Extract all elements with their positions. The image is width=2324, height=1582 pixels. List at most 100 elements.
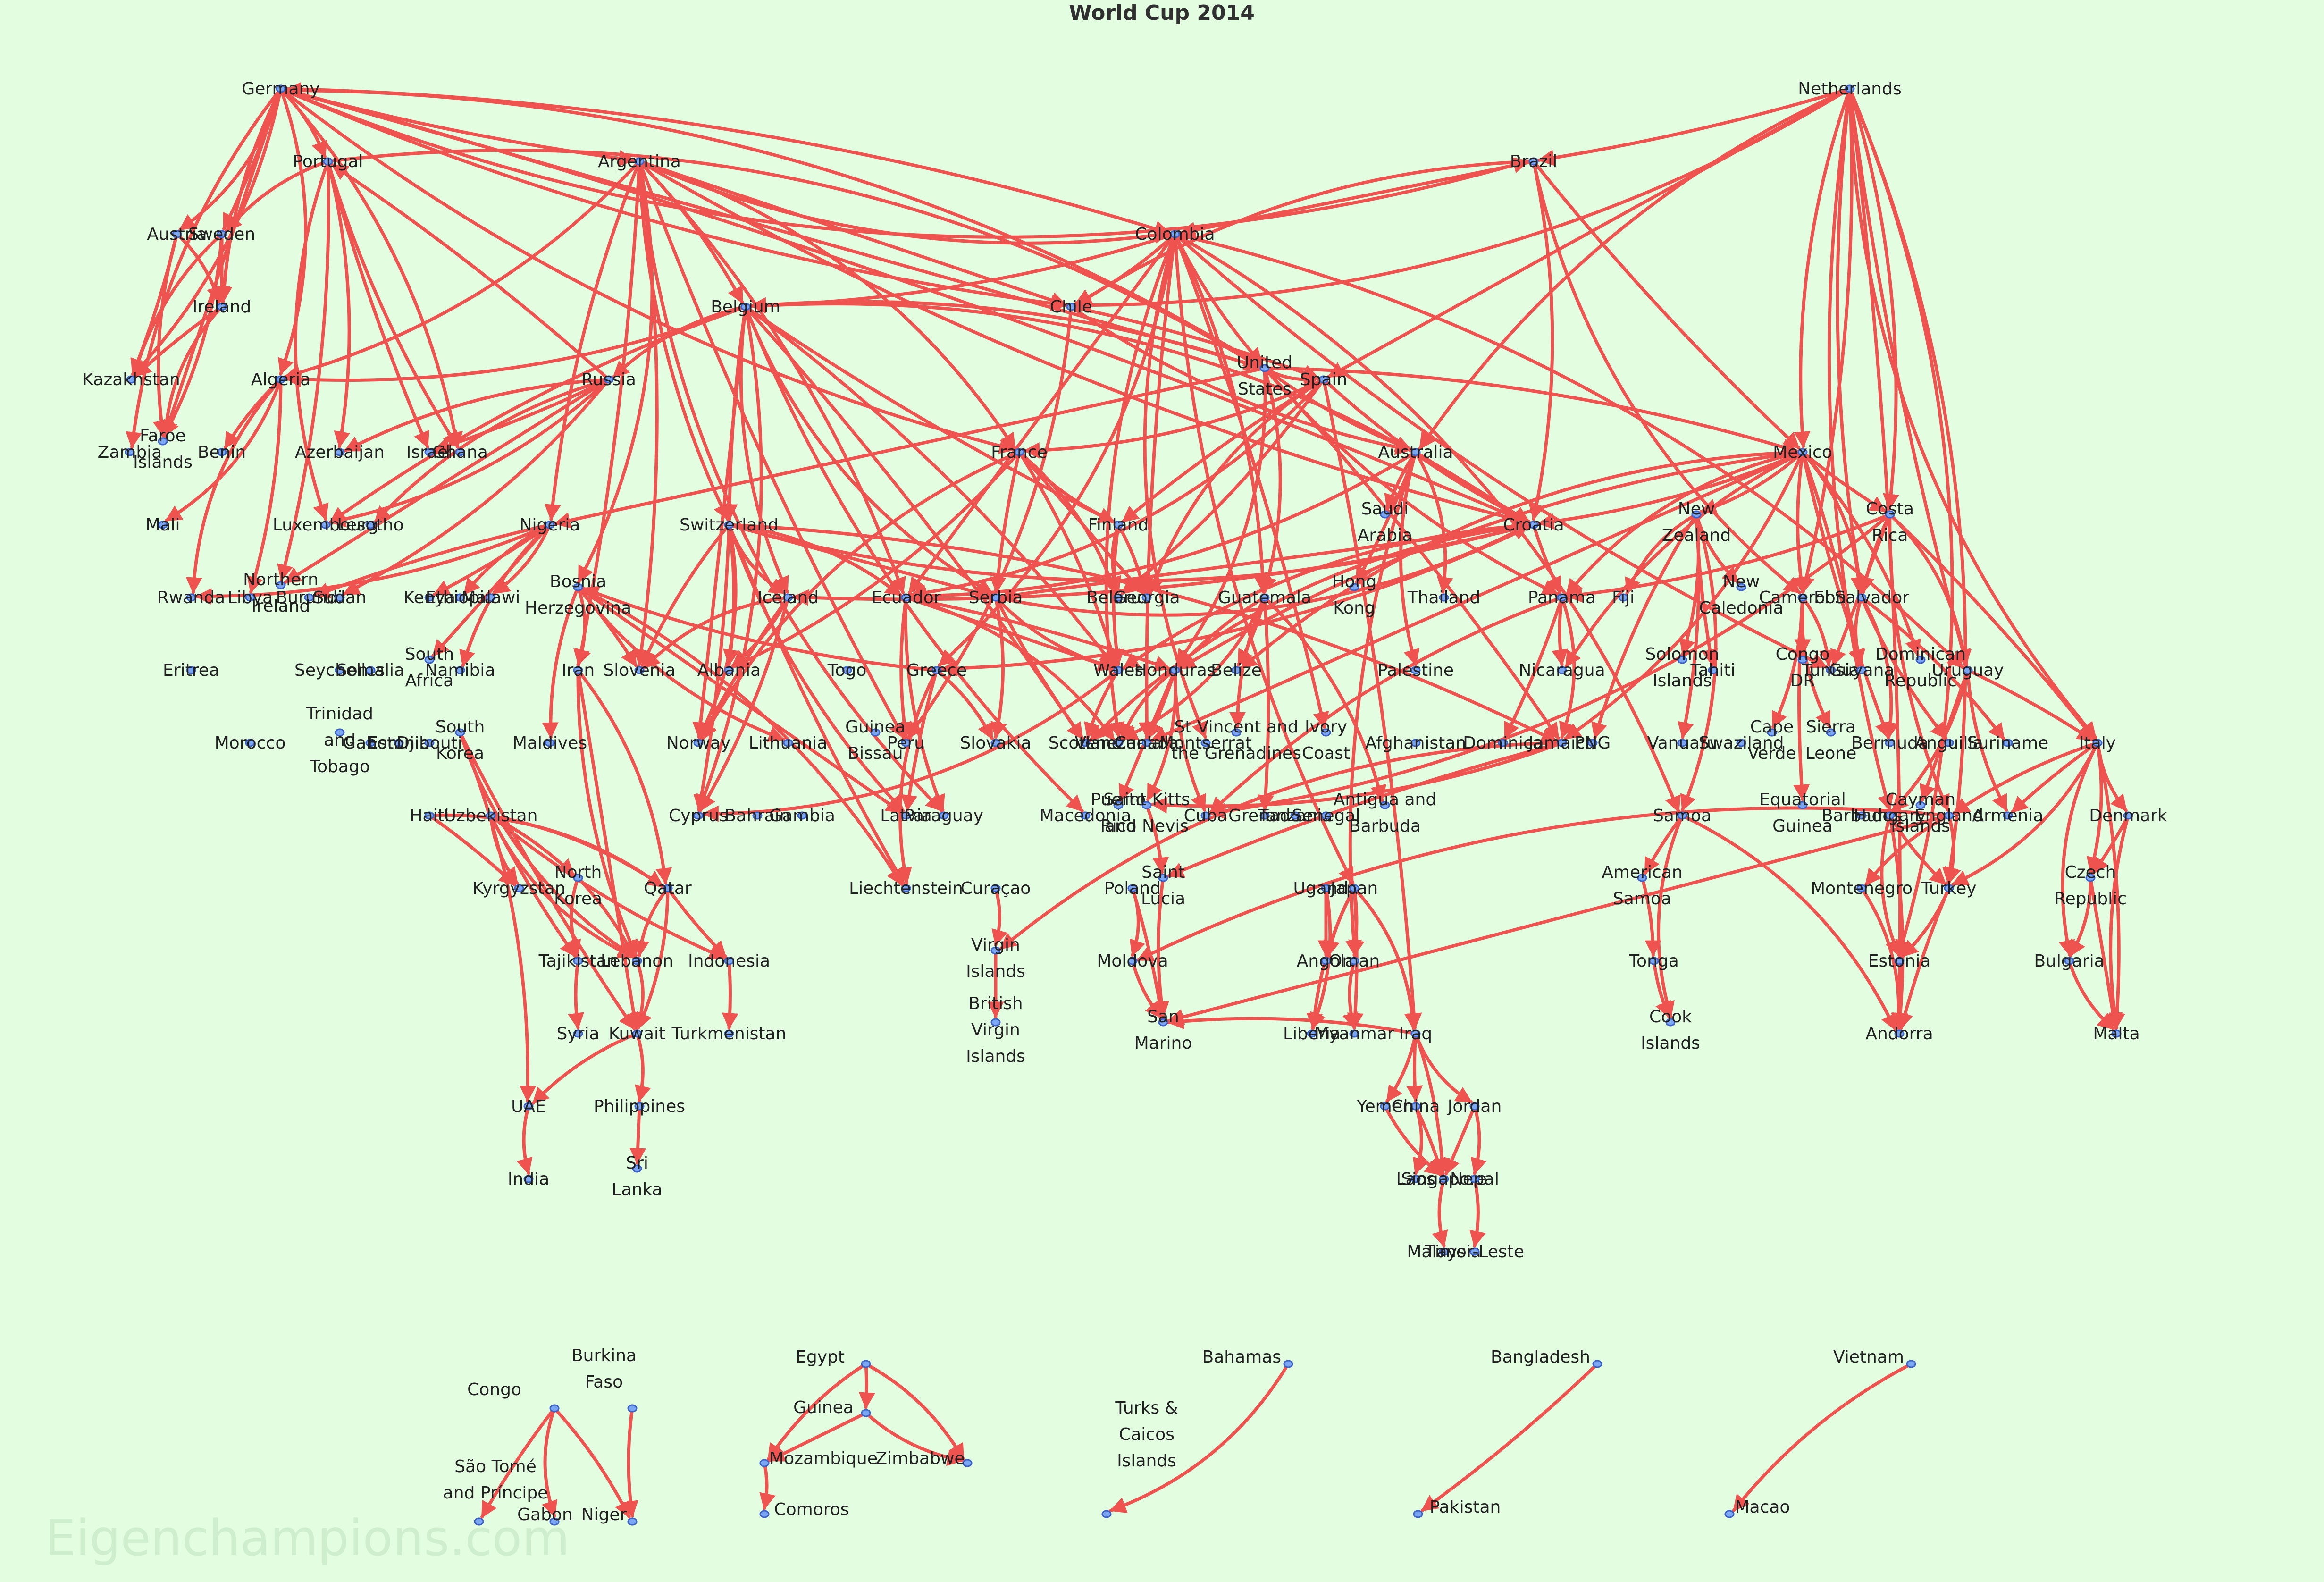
node-estonia[interactable]: Estonia	[1868, 951, 1931, 971]
node-dot-namibia[interactable]	[455, 666, 465, 674]
node-dot-sanmarino[interactable]	[1158, 1018, 1168, 1027]
node-dot-peru[interactable]	[901, 739, 911, 747]
node-dot-timorleste[interactable]	[1469, 1247, 1480, 1256]
node-norway[interactable]: Norway	[666, 733, 731, 753]
node-montenegro[interactable]: Montenegro	[1811, 879, 1913, 898]
node-vanuatu[interactable]: Vanuatu	[1647, 733, 1718, 753]
node-malta[interactable]: Malta	[2093, 1024, 2139, 1043]
node-azerbaijan[interactable]: Azerbaijan	[295, 443, 385, 462]
node-dot-cameroon[interactable]	[1797, 593, 1808, 602]
node-dot-suriname[interactable]	[2003, 739, 2013, 747]
node-qatar[interactable]: Qatar	[644, 879, 692, 898]
node-tanzania[interactable]: Tanzania	[1258, 806, 1333, 825]
node-dot-niger[interactable]	[627, 1517, 638, 1526]
node-djibouti[interactable]: Djibouti	[396, 733, 462, 753]
node-finland[interactable]: Finland	[1088, 515, 1149, 535]
node-dot-qatar[interactable]	[663, 884, 673, 892]
node-argentina[interactable]: Argentina	[598, 152, 681, 171]
node-dot-mali[interactable]	[158, 521, 168, 529]
node-comoros[interactable]: Comoros	[759, 1500, 849, 1519]
node-netherlands[interactable]: Netherlands	[1798, 79, 1901, 99]
node-england[interactable]: England	[1914, 806, 1983, 825]
node-dot-algeria[interactable]	[276, 375, 286, 384]
node-dot-palestine[interactable]	[1410, 666, 1421, 674]
node-dot-bahamas[interactable]	[1283, 1360, 1293, 1368]
node-dot-jordan[interactable]	[1469, 1102, 1480, 1111]
node-luxembourg[interactable]: Luxembourg	[273, 515, 378, 535]
node-greece[interactable]: Greece	[906, 661, 967, 680]
node-dot-bulgaria[interactable]	[2064, 957, 2074, 965]
node-slovenia[interactable]: Slovenia	[603, 661, 675, 680]
node-germany[interactable]: Germany	[242, 79, 319, 99]
node-dot-jamaica[interactable]	[1557, 739, 1567, 747]
node-uae[interactable]: UAE	[511, 1097, 546, 1116]
node-dot-puertorico[interactable]	[1113, 801, 1124, 809]
node-dot-ireland[interactable]	[217, 303, 227, 311]
node-guinea[interactable]: Guinea	[793, 1398, 871, 1417]
node-dot-malaysia[interactable]	[1439, 1247, 1449, 1256]
node-dot-kyrgyzstan[interactable]	[514, 884, 524, 892]
node-ethiopia[interactable]: Ethiopia	[426, 588, 495, 607]
node-wales[interactable]: Wales	[1093, 661, 1143, 680]
node-dot-dominicanrep[interactable]	[1915, 656, 1926, 664]
node-dot-trinidad[interactable]	[335, 728, 345, 737]
node-hungary[interactable]: Hungary	[1854, 806, 1926, 825]
node-turkmenistan[interactable]: Turkmenistan	[671, 1024, 787, 1043]
node-dot-gambia[interactable]	[797, 811, 807, 820]
node-lesotho[interactable]: Lesotho	[337, 515, 403, 535]
node-vietnam[interactable]: Vietnam	[1833, 1347, 1916, 1368]
node-dot-stvincent[interactable]	[1231, 728, 1242, 737]
node-dot-gabon2[interactable]	[549, 1517, 560, 1526]
node-zambia[interactable]: Zambia	[98, 443, 162, 462]
node-myanmar[interactable]: Myanmar	[1314, 1024, 1394, 1043]
node-dot-latvia[interactable]	[901, 811, 911, 820]
node-timorleste[interactable]: Timor-Leste	[1425, 1242, 1524, 1262]
node-dot-southafrica[interactable]	[424, 656, 435, 664]
node-afghanistan[interactable]: Afghanistan	[1365, 733, 1466, 753]
node-dot-faroe[interactable]	[158, 437, 168, 446]
node-dot-amsamoa[interactable]	[1637, 874, 1647, 882]
node-dot-andorra[interactable]	[1894, 1029, 1905, 1038]
node-dot-haiti[interactable]	[424, 811, 435, 820]
node-dominica[interactable]: Dominica	[1463, 733, 1543, 753]
node-cameroon[interactable]: Cameroon	[1759, 588, 1846, 607]
node-dot-bosnia[interactable]	[573, 583, 583, 591]
node-yemen[interactable]: Yemen	[1356, 1097, 1413, 1116]
node-dot-thailand[interactable]	[1439, 593, 1449, 602]
node-nicaragua[interactable]: Nicaragua	[1519, 661, 1605, 680]
node-dot-yemen[interactable]	[1380, 1102, 1390, 1111]
node-dot-wales[interactable]	[1113, 666, 1124, 674]
node-dot-armenia[interactable]	[2003, 811, 2013, 820]
node-montserrat[interactable]: Montserrat	[1159, 733, 1252, 753]
node-dot-samoa[interactable]	[1677, 811, 1687, 820]
node-tonga[interactable]: Tonga	[1628, 951, 1679, 971]
node-swaziland[interactable]: Swaziland	[1699, 733, 1784, 753]
node-maldives[interactable]: Maldives	[512, 733, 587, 753]
node-dot-japan[interactable]	[1349, 884, 1359, 892]
node-moldova[interactable]: Moldova	[1097, 951, 1168, 971]
node-uzbekistan[interactable]: Uzbekistan	[444, 806, 538, 825]
node-dot-sweden[interactable]	[217, 230, 227, 238]
node-somalia[interactable]: Somalia	[336, 661, 404, 680]
node-indonesia[interactable]: Indonesia	[688, 951, 770, 971]
node-bahamas[interactable]: Bahamas	[1202, 1347, 1293, 1368]
node-dot-southkorea[interactable]	[455, 728, 465, 737]
node-dot-brazil[interactable]	[1528, 157, 1539, 166]
node-dot-guyana[interactable]	[1856, 666, 1867, 674]
node-dot-guatemala[interactable]	[1259, 593, 1270, 602]
node-png[interactable]: PNG	[1575, 733, 1611, 753]
node-dot-israel[interactable]	[424, 448, 435, 456]
node-laos[interactable]: Laos	[1396, 1170, 1435, 1189]
node-bulgaria[interactable]: Bulgaria	[2034, 951, 2104, 971]
node-dot-paraguay[interactable]	[939, 811, 949, 820]
node-samoa[interactable]: Samoa	[1653, 806, 1712, 825]
node-dot-mexico[interactable]	[1797, 448, 1808, 456]
node-dot-england[interactable]	[1944, 811, 1954, 820]
node-bahrain[interactable]: Bahrain	[724, 806, 790, 825]
node-uruguay[interactable]: Uruguay	[1932, 661, 2004, 680]
